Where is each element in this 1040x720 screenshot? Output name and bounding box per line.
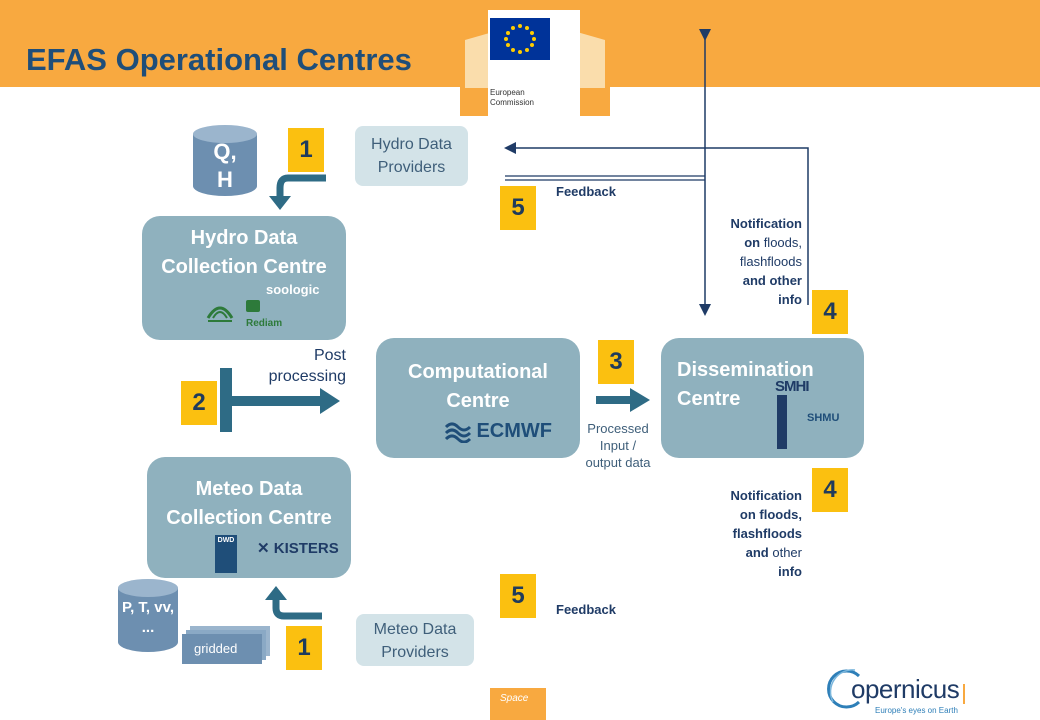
hydro-provider-arrow (269, 174, 326, 210)
dissemination-centre-title: Dissemination Centre (677, 359, 814, 410)
kisters-logo: ✕ KISTERS (257, 539, 339, 557)
rediam-emblem (246, 300, 260, 312)
copernicus-tagline: Europe's eyes on Earth (875, 706, 958, 715)
step-badge-1-hydro: 1 (288, 128, 324, 172)
step-badge-1-meteo: 1 (286, 626, 322, 670)
notification-top-text: Notification on floods, flashfloods and … (730, 216, 803, 307)
database-cylinder-icon (193, 125, 257, 196)
processed-data-arrow (596, 388, 650, 412)
ecmwf-text: ECMWF (476, 420, 552, 442)
step-badge-4-bottom: 4 (812, 468, 848, 512)
meteo-data-providers: Meteo Data Providers (356, 614, 474, 666)
rediam-logo: Rediam (246, 318, 283, 329)
dissemination-centre: Dissemination Centre SMHI SHMU (661, 338, 864, 458)
ecmwf-logo: ECMWF (444, 420, 552, 444)
kisters-symbol-icon: ✕ (257, 540, 270, 557)
meteo-data-collection-centre: Meteo Data Collection Centre DWD ✕ KISTE… (147, 457, 351, 578)
notification-return-arrow (504, 142, 809, 305)
andalucia-emblem-icon (206, 306, 234, 322)
copernicus-wordmark: opernicus (851, 674, 960, 704)
smhi-logo: SMHI (775, 378, 813, 452)
meteo-centre-title: Meteo Data Collection Centre (166, 478, 332, 529)
hydro-centre-title: Hydro Data Collection Centre (161, 227, 327, 278)
step-badge-2: 2 (181, 381, 217, 425)
hydro-data-providers: Hydro Data Providers (355, 126, 468, 186)
grid-stack-icon (182, 626, 270, 664)
european-commission-logo: European Commission (460, 10, 610, 116)
space-tag: Space (490, 688, 546, 720)
computational-centre-title: Computational Centre (408, 361, 548, 412)
post-processing-arrow (220, 368, 340, 432)
step-badge-5-bottom: 5 (500, 574, 536, 618)
copernicus-logo: opernicus Europe's eyes on Earth (825, 662, 975, 718)
meteo-data-store: P, T, vv, ... (117, 578, 179, 654)
soologic-logo: soologic (266, 282, 320, 297)
shmu-logo: SHMU (807, 412, 840, 424)
hydro-data-collection-centre: Hydro Data Collection Centre soologic Re… (142, 216, 346, 340)
gridded-data-stack: gridded (182, 626, 272, 666)
post-processing-label: Post processing (268, 347, 346, 385)
step-badge-4-top: 4 (812, 290, 848, 334)
hydro-store-text: Q, H (213, 139, 237, 192)
commission-text-1: European (490, 88, 525, 97)
database-cylinder-icon (118, 579, 178, 652)
dwd-logo: DWD (215, 535, 237, 573)
computational-centre: Computational Centre ECMWF (376, 338, 580, 458)
step-badge-3: 3 (598, 340, 634, 384)
meteo-provider-arrow (265, 586, 322, 620)
junta-andalucia-logo (204, 298, 236, 326)
ecmwf-wave-icon (444, 422, 472, 443)
dwd-text: DWD (217, 537, 235, 544)
processed-data-label: Processed Input / output data (585, 421, 651, 470)
smhi-bar (777, 395, 787, 449)
page-title: EFAS Operational Centres (26, 42, 412, 77)
meteo-providers-label: Meteo Data Providers (373, 621, 457, 661)
copernicus-orbit-icon (827, 669, 861, 709)
meteo-store-text: P, T, vv, ... (122, 599, 174, 636)
smhi-text: SMHI (775, 378, 810, 395)
commission-text-2: Commission (490, 98, 535, 107)
step-badge-5-top: 5 (500, 186, 536, 230)
feedback-top-label: Feedback (556, 184, 616, 199)
commission-building-icon (460, 10, 610, 116)
hydro-data-store: Q, H (192, 124, 258, 198)
hydro-providers-label: Hydro Data Providers (371, 136, 452, 176)
feedback-bottom-label: Feedback (556, 602, 616, 617)
kisters-text: KISTERS (273, 540, 339, 557)
gridded-label: gridded (194, 641, 238, 656)
copernicus-bar (963, 684, 965, 704)
notification-bottom-text: Notification on floods, flashfloods and … (730, 488, 803, 579)
